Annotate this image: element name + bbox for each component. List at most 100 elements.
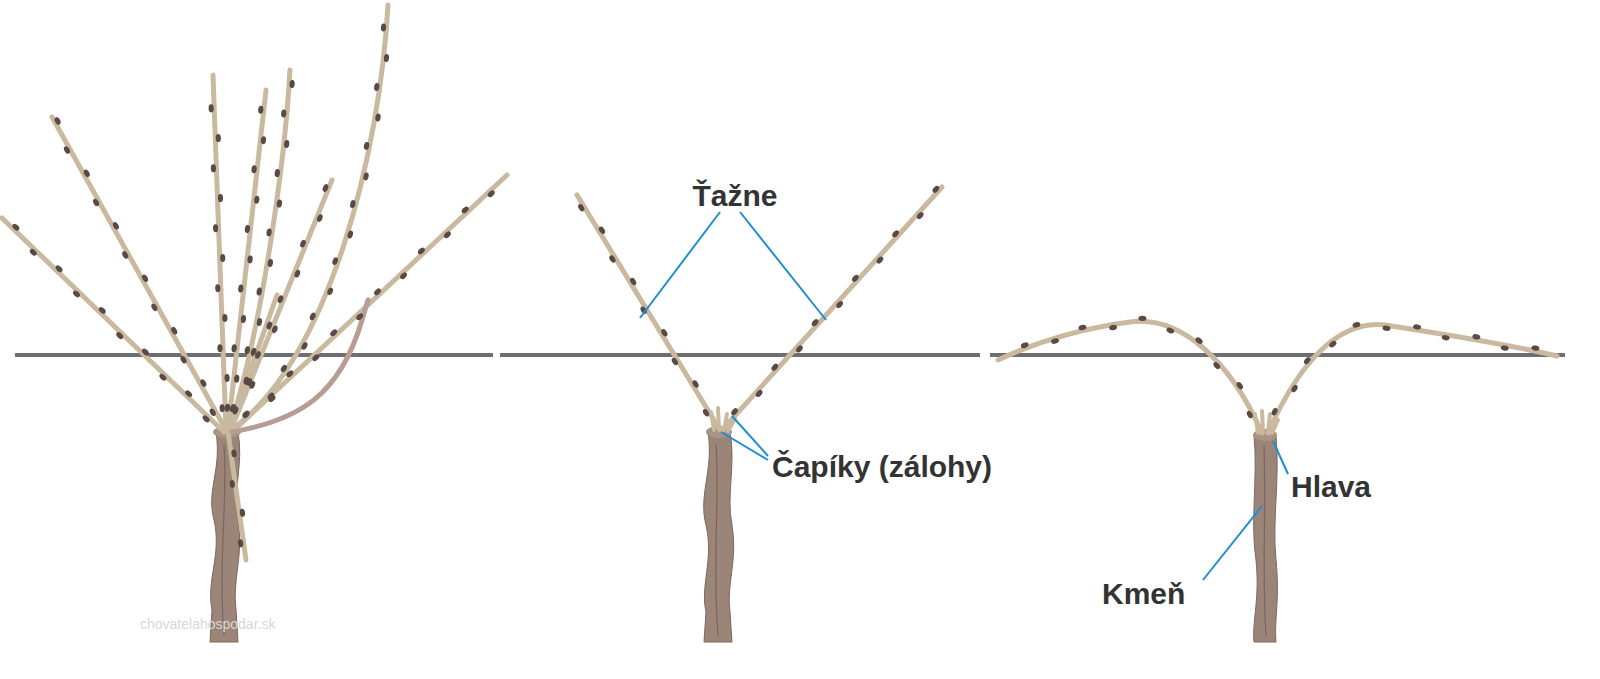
bud	[373, 287, 382, 296]
bud	[63, 145, 71, 155]
bud	[1138, 316, 1146, 321]
bud	[931, 185, 940, 194]
bud	[231, 449, 237, 458]
bud	[222, 314, 227, 322]
bud	[702, 408, 711, 418]
bud	[309, 312, 317, 321]
bud	[1472, 334, 1481, 341]
bud	[213, 224, 218, 232]
bud	[1531, 345, 1540, 352]
bud	[608, 254, 617, 264]
bud	[1303, 356, 1312, 365]
bud	[11, 223, 20, 232]
bud	[112, 221, 120, 231]
bud	[1078, 324, 1087, 331]
bud	[284, 140, 290, 149]
bud	[810, 318, 819, 327]
bud	[1020, 341, 1029, 349]
bud	[241, 410, 250, 419]
bud	[179, 355, 187, 365]
bud	[150, 303, 158, 313]
bud	[229, 480, 235, 489]
bud	[211, 164, 216, 172]
bud	[170, 326, 178, 336]
bud	[184, 389, 193, 398]
bud	[289, 80, 295, 88]
part-label: Čapíky (zálohy)	[772, 450, 992, 483]
bud	[487, 189, 496, 198]
bud	[92, 198, 100, 208]
bud	[276, 199, 282, 208]
bud	[1441, 334, 1450, 340]
bud	[1194, 336, 1204, 345]
bud	[331, 257, 339, 266]
bud	[383, 54, 389, 63]
bud	[218, 194, 223, 202]
bud	[83, 169, 91, 179]
bud	[115, 331, 124, 340]
bud	[691, 379, 700, 389]
bud	[660, 328, 669, 338]
bud	[251, 165, 257, 174]
part-label: Ťažne	[692, 179, 777, 212]
bud	[770, 362, 779, 371]
bud	[598, 225, 607, 235]
spur	[711, 408, 1278, 433]
bud	[260, 136, 266, 145]
bud	[851, 274, 860, 283]
bud	[1290, 384, 1299, 394]
bud	[316, 213, 324, 222]
bud	[271, 325, 279, 334]
bud	[72, 289, 81, 298]
bud	[381, 23, 387, 31]
bud	[254, 196, 260, 205]
bud	[220, 254, 225, 262]
bud	[1050, 337, 1059, 344]
bud	[53, 116, 61, 126]
leader-line	[640, 212, 1288, 580]
bud	[1246, 410, 1254, 420]
vine-head	[213, 426, 1277, 441]
bud	[285, 369, 294, 378]
bud	[347, 230, 354, 239]
bud	[258, 105, 264, 114]
bud	[29, 248, 38, 257]
bud	[326, 287, 334, 296]
bud	[215, 284, 220, 292]
bud	[216, 134, 221, 142]
bud	[121, 250, 129, 260]
bud	[1413, 324, 1422, 330]
bud	[1328, 340, 1338, 349]
bud	[224, 374, 229, 382]
bud	[1271, 407, 1279, 416]
bud	[244, 346, 251, 355]
bud	[795, 344, 804, 353]
part-label: Kmeň	[1102, 577, 1185, 610]
bud	[224, 404, 230, 413]
bud	[141, 273, 149, 283]
bud	[461, 205, 470, 214]
bud	[219, 404, 224, 412]
part-label: Hlava	[1291, 470, 1371, 503]
bud	[256, 318, 263, 327]
bud	[208, 104, 213, 112]
bud	[277, 295, 285, 304]
bud	[293, 269, 301, 278]
bud	[256, 287, 263, 296]
bud	[201, 414, 210, 423]
bud	[443, 230, 452, 239]
bud	[1235, 381, 1244, 391]
bud	[230, 404, 238, 413]
bud	[281, 109, 287, 117]
bud	[238, 284, 244, 293]
bud	[891, 229, 900, 238]
bud	[1166, 327, 1175, 335]
bud	[363, 172, 370, 181]
bud	[1352, 321, 1361, 328]
bud	[755, 389, 764, 398]
bud	[217, 344, 222, 352]
bud	[374, 83, 380, 92]
bud	[363, 141, 370, 150]
bud	[266, 228, 272, 237]
